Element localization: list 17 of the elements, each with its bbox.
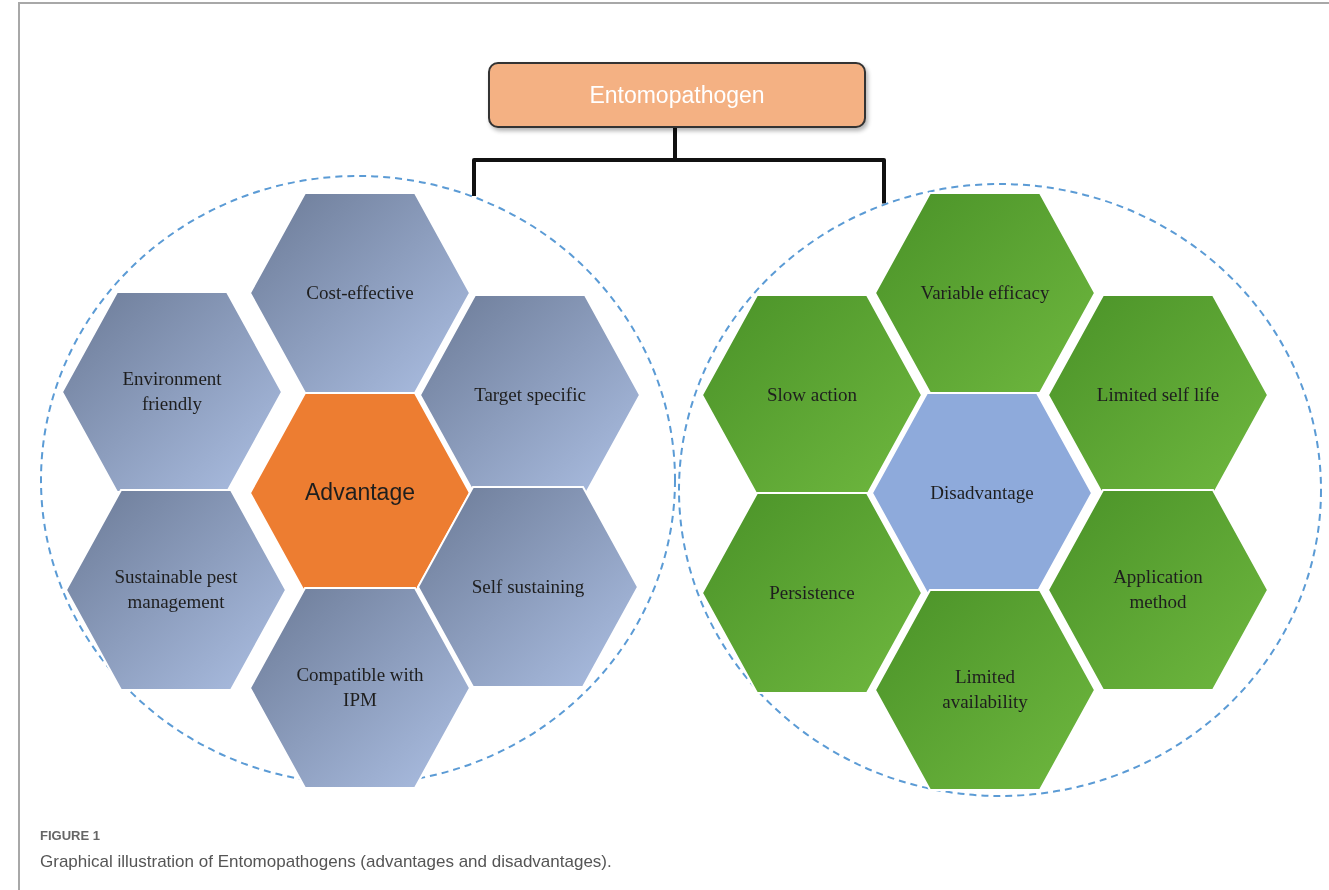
- hexagon-label: Disadvantage: [929, 480, 1035, 505]
- title-box: Entomopathogen: [488, 62, 866, 128]
- hexagon-label: Self sustaining: [470, 574, 586, 599]
- hexagon-label: Advantage: [304, 478, 416, 508]
- hexagon-label: Slow action: [765, 382, 859, 407]
- hexagon-label: Target specific: [473, 382, 587, 407]
- caption: Graphical illustration of Entomopathogens (advantages and disadvantages).: [40, 852, 612, 872]
- hexagon-label: Environment friendly: [121, 367, 223, 416]
- hexagon-label: Cost-effective: [305, 280, 415, 305]
- hexagon-label: Limited availability: [941, 665, 1029, 714]
- hexagon-label: Persistence: [768, 580, 856, 605]
- figure-number: FIGURE 1: [40, 828, 100, 843]
- hexagon-label: Application method: [1112, 565, 1204, 614]
- hexagon-label: Limited self life: [1095, 382, 1221, 407]
- hexagon-label: Sustainable pest management: [113, 565, 239, 614]
- hexagon-label: Variable efficacy: [919, 280, 1051, 305]
- hexagon-label: Compatible with IPM: [295, 663, 425, 712]
